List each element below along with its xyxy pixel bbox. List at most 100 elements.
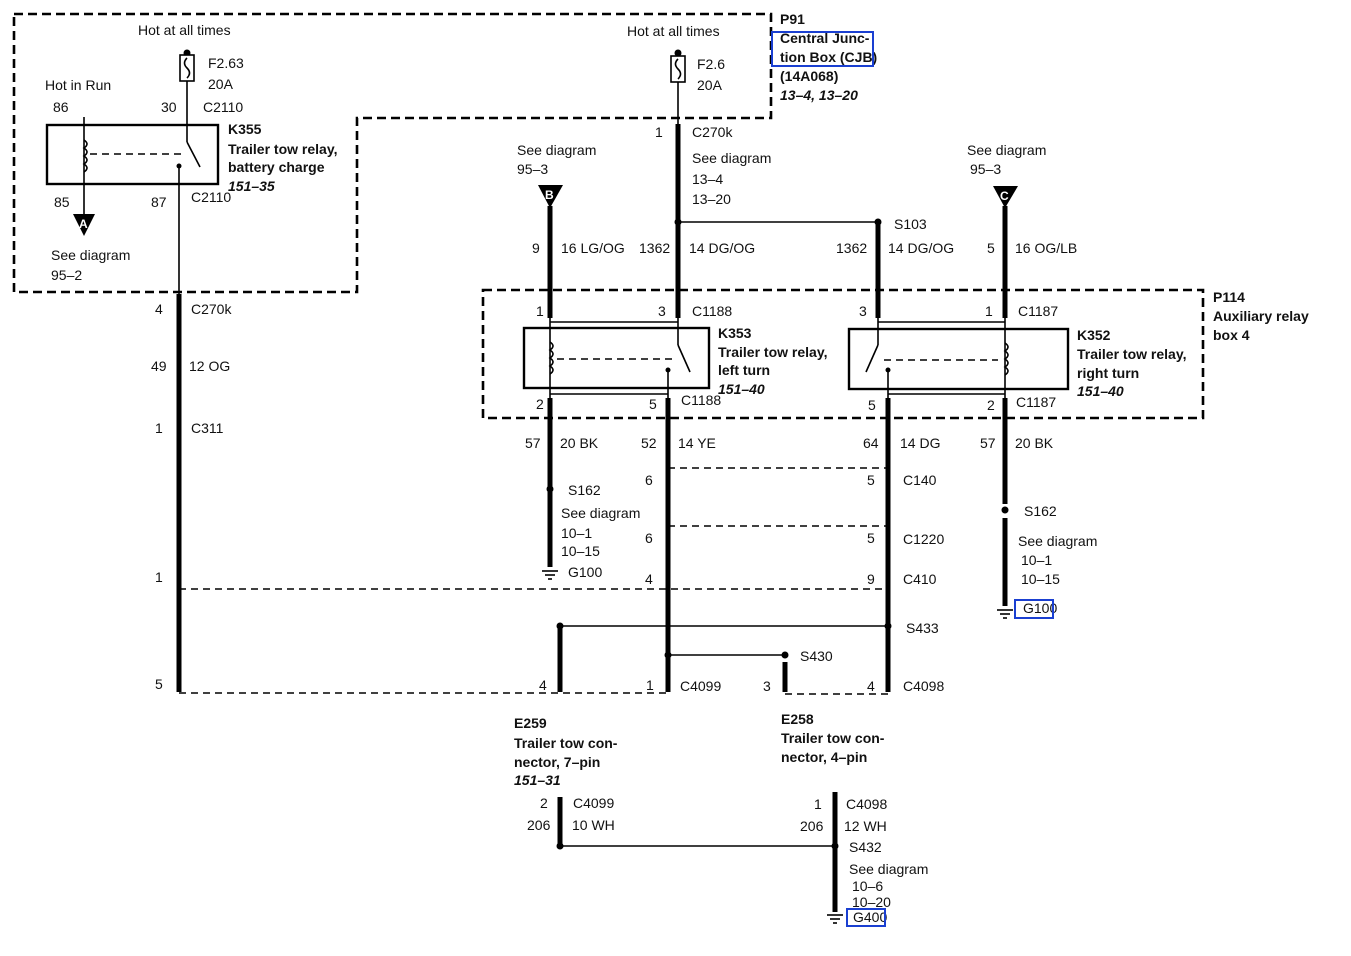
k352-pin-3: 3 xyxy=(859,303,867,319)
c270k-top-connector: C270k xyxy=(692,124,733,140)
c410-connector: C410 xyxy=(903,571,937,587)
s162-left-ref1: 10–1 xyxy=(561,525,592,541)
wire-9-spec: 16 LG/OG xyxy=(561,240,625,256)
ground-icon xyxy=(542,570,558,580)
e259-connector: C4099 xyxy=(573,795,614,811)
fuse-f263-id: F2.63 xyxy=(208,55,244,71)
see-c-ref: 95–3 xyxy=(970,161,1001,177)
c270k-top-pin: 1 xyxy=(655,124,663,140)
marker-c-label: C xyxy=(1000,189,1009,203)
c311-connector: C311 xyxy=(191,420,224,436)
k352-coil-icon xyxy=(1003,342,1009,376)
c410-pin-right: 9 xyxy=(867,571,875,587)
k352-pin-5: 5 xyxy=(868,397,876,413)
p114-line1: Auxiliary relay xyxy=(1213,308,1309,324)
wire-9-circuit: 9 xyxy=(532,240,540,256)
s162-left-id: S162 xyxy=(568,482,601,498)
k355-line2: battery charge xyxy=(228,159,325,175)
k353-relay-box xyxy=(522,326,711,390)
k355-line1: Trailer tow relay, xyxy=(228,141,337,157)
e258-line1: Trailer tow con- xyxy=(781,730,885,746)
c4098-pin-b: 4 xyxy=(867,678,875,694)
k353-contact xyxy=(665,367,671,373)
wire-57a-spec: 20 BK xyxy=(560,435,599,451)
s433-label: S433 xyxy=(906,620,939,636)
cjb-name-line1: Central Junc- xyxy=(780,30,870,46)
fuse-f26-element xyxy=(674,58,682,80)
fuse-f26-rating: 20A xyxy=(697,77,723,93)
e258-id: E258 xyxy=(781,711,814,727)
fuse-f26-terminal xyxy=(674,49,682,57)
cjb-refs: 13–4, 13–20 xyxy=(780,87,858,103)
p114-line2: box 4 xyxy=(1213,327,1250,343)
hot-label-right: Hot at all times xyxy=(627,23,720,39)
k353-pin-3: 3 xyxy=(658,303,666,319)
cjb-part-number: (14A068) xyxy=(780,68,838,84)
k355-connector-bottom: C2110 xyxy=(191,189,231,205)
k353-connector-bottom: C1188 xyxy=(681,392,721,408)
s432-ref2: 10–20 xyxy=(852,894,891,910)
fuse-f263-element xyxy=(183,57,191,79)
c270k-left-connector: C270k xyxy=(191,301,232,317)
k355-connector-top: C2110 xyxy=(203,99,243,115)
c410-left-pin: 1 xyxy=(155,569,163,585)
k353-connector-top: C1188 xyxy=(692,303,732,319)
wire-57a-circuit: 57 xyxy=(525,435,541,451)
cjb-highlight-box xyxy=(771,31,874,67)
k352-pin-1: 1 xyxy=(985,303,993,319)
wire-57b-circuit: 57 xyxy=(980,435,996,451)
k352-line2: right turn xyxy=(1077,365,1139,381)
s162-left-text: See diagram xyxy=(561,505,640,521)
wire-1362b-spec: 14 DG/OG xyxy=(888,240,954,256)
e258-connector: C4098 xyxy=(846,796,887,812)
s430-label: S430 xyxy=(800,648,833,664)
see-c-text: See diagram xyxy=(967,142,1046,158)
wire-1362a-spec: 14 DG/OG xyxy=(689,240,755,256)
s432-ground: G400 xyxy=(853,909,887,925)
wire-64-circuit: 64 xyxy=(863,435,879,451)
k355-coil-icon xyxy=(82,139,88,173)
s103-label: S103 xyxy=(894,216,927,232)
k352-ref: 151–40 xyxy=(1077,383,1124,399)
wire-49-spec: 12 OG xyxy=(189,358,230,374)
s162-left-ground: G100 xyxy=(568,564,602,580)
c1220-pin-right: 5 xyxy=(867,530,875,546)
p114-boundary xyxy=(481,288,1205,420)
s162-right-text: See diagram xyxy=(1018,533,1097,549)
k352-relay-box xyxy=(847,327,1070,391)
e259-ref: 151–31 xyxy=(514,772,561,788)
fuse-f26-id: F2.6 xyxy=(697,56,725,72)
wire-206a-spec: 10 WH xyxy=(572,817,615,833)
wire-49-circuit: 49 xyxy=(151,358,167,374)
see-a-text: See diagram xyxy=(51,247,130,263)
k355-ref: 151–35 xyxy=(228,178,275,194)
s162-right-ref1: 10–1 xyxy=(1021,552,1052,568)
c4099-connector: C4099 xyxy=(680,678,721,694)
k355-id: K355 xyxy=(228,121,262,137)
marker-b-icon xyxy=(538,185,563,208)
k352-connector-top: C1187 xyxy=(1018,303,1058,319)
s162-right-ref2: 10–15 xyxy=(1021,571,1060,587)
wire-57b-spec: 20 BK xyxy=(1015,435,1054,451)
c4099-left-pin: 5 xyxy=(155,676,163,692)
k353-coil-icon xyxy=(548,341,554,375)
k353-line1: Trailer tow relay, xyxy=(718,344,827,360)
wire-206a-circuit: 206 xyxy=(527,817,551,833)
wire-64-spec: 14 DG xyxy=(900,435,940,451)
k353-pin-1: 1 xyxy=(536,303,544,319)
k353-ref: 151–40 xyxy=(718,381,765,397)
wire-206b-circuit: 206 xyxy=(800,818,824,834)
fuse-f263-rating: 20A xyxy=(208,76,234,92)
s162-right-ground: G100 xyxy=(1023,600,1057,616)
wire-1362a-circuit: 1362 xyxy=(639,240,670,256)
wire-206b-spec: 12 WH xyxy=(844,818,887,834)
c270k-top-ref2: 13–20 xyxy=(692,191,731,207)
marker-c-icon xyxy=(993,186,1018,208)
k355-pin-85: 85 xyxy=(54,194,70,210)
s162-right-id: S162 xyxy=(1024,503,1057,519)
marker-a-label: A xyxy=(79,217,88,231)
s162-left-ref2: 10–15 xyxy=(561,543,600,559)
splice-s162-right xyxy=(1001,506,1009,514)
k355-pin-30: 30 xyxy=(161,99,177,115)
